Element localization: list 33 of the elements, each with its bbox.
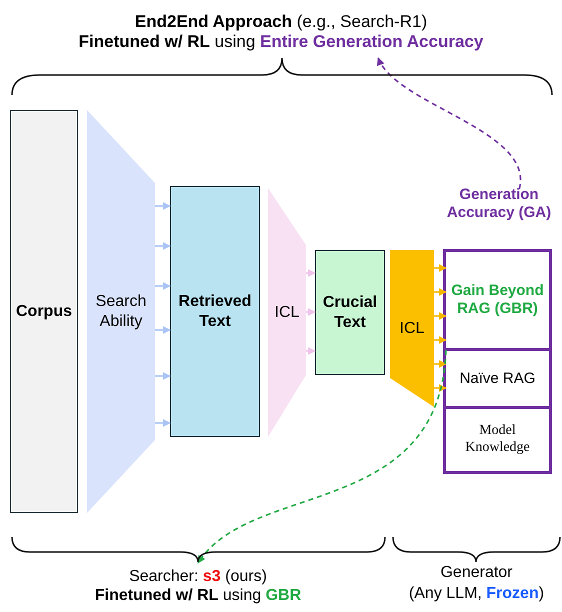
generator-subcaption: (Any LLM, Frozen) — [408, 585, 546, 603]
approach-subtitle: Finetuned w/ RL using Entire Generation Accuracy — [78, 32, 484, 52]
arrow — [434, 312, 447, 320]
gbr-cell: Gain Beyond RAG (GBR) — [446, 252, 549, 351]
arrow — [434, 336, 447, 344]
retrieved-text-box: Retrieved Text — [170, 186, 260, 437]
icl-trapezoid: ICL — [390, 250, 434, 407]
arrow — [306, 308, 316, 316]
searcher-caption: Searcher: s3 (ours) — [129, 566, 267, 586]
arrow — [155, 326, 171, 334]
dashed-arrow — [378, 57, 521, 190]
corpus-box: Corpus — [10, 110, 78, 513]
approach-title: End2End Approach (e.g., Search-R1) — [134, 12, 428, 32]
arrow — [434, 360, 447, 368]
arrow — [155, 242, 171, 250]
naive-rag-cell: Naïve RAG — [446, 351, 549, 409]
search-ability-trapezoid: Search Ability — [87, 110, 155, 513]
arrow — [306, 347, 316, 355]
generator-caption: Generator — [439, 564, 514, 582]
arrow — [306, 269, 316, 277]
generation-accuracy-heading: Generation Accuracy (GA) — [446, 186, 552, 222]
crucial-text-box: Crucial Text — [315, 250, 385, 375]
arrow — [155, 202, 171, 210]
model-knowledge-cell: Model Knowledge — [446, 409, 549, 471]
arrow — [434, 384, 447, 392]
arrow — [155, 282, 171, 290]
arrow — [434, 288, 447, 296]
dashed-arrow — [197, 350, 447, 564]
arrow — [434, 264, 447, 272]
searcher-subcaption: Finetuned w/ RL using GBR — [94, 586, 302, 606]
icl-trapezoid: ICL — [268, 188, 306, 437]
arrow — [155, 372, 171, 380]
arrow — [155, 419, 171, 427]
